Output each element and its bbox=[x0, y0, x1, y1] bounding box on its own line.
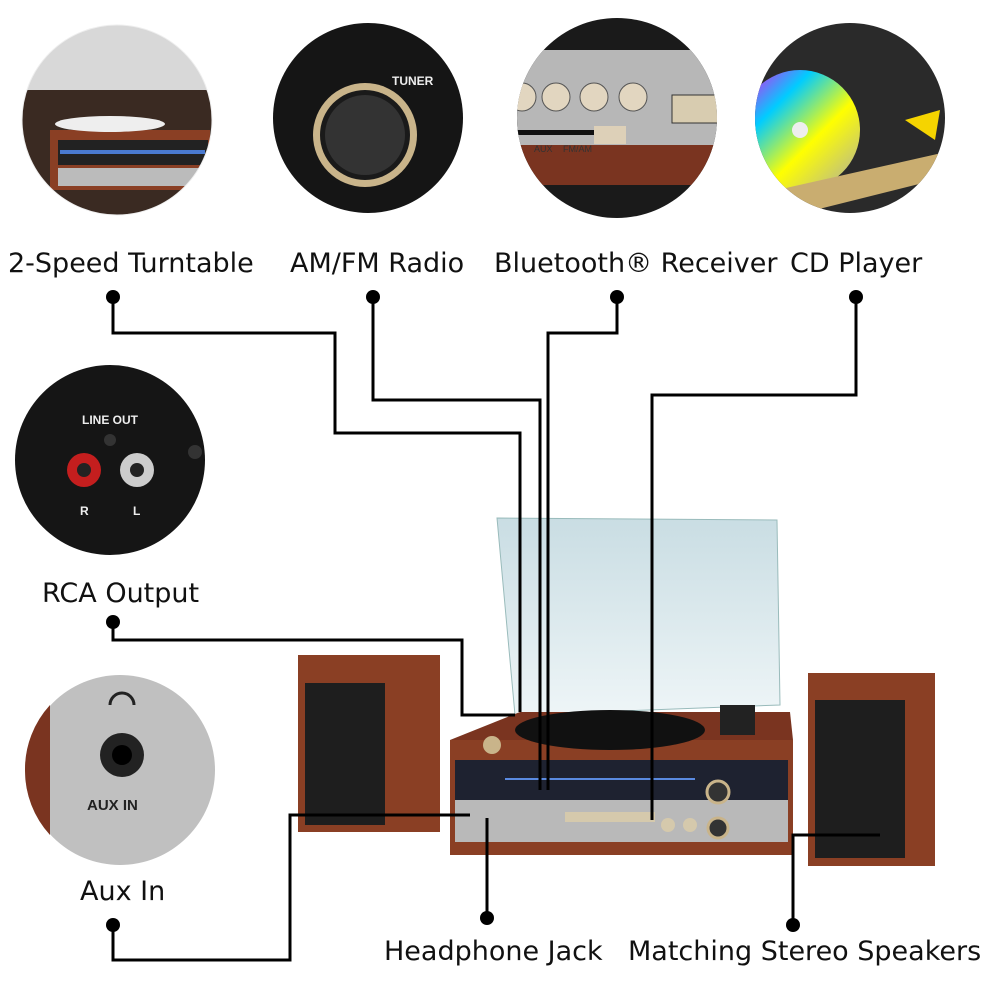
label-radio: AM/FM Radio bbox=[290, 248, 464, 279]
aux-in-printed-label: AUX IN bbox=[87, 797, 138, 814]
record-player-system bbox=[298, 517, 935, 866]
left-channel-label: L bbox=[133, 504, 140, 518]
label-cd-player: CD Player bbox=[790, 248, 923, 279]
tuner-label: TUNER bbox=[392, 74, 434, 88]
label-rca-output: RCA Output bbox=[42, 578, 199, 609]
tuner-knob-inset: TUNER bbox=[273, 23, 463, 213]
cd-player-inset bbox=[755, 23, 945, 213]
aux-in-inset: AUX IN bbox=[24, 675, 215, 865]
rca-output-inset: LINE OUT R L bbox=[15, 365, 205, 555]
turntable-inset bbox=[22, 25, 212, 215]
line-out-label: LINE OUT bbox=[82, 413, 139, 427]
label-speakers: Matching Stereo Speakers bbox=[628, 936, 981, 967]
label-headphone-jack: Headphone Jack bbox=[384, 936, 603, 967]
label-turntable: 2-Speed Turntable bbox=[8, 248, 254, 279]
right-channel-label: R bbox=[80, 504, 89, 518]
fm-am-switch-label: FM/AM bbox=[563, 144, 592, 154]
aux-switch-label: AUX bbox=[534, 144, 553, 154]
label-bluetooth: Bluetooth® Receiver bbox=[494, 248, 778, 279]
label-aux-in: Aux In bbox=[80, 876, 165, 907]
bluetooth-controls-inset: AUX FM/AM bbox=[517, 18, 717, 218]
headphone-icon bbox=[108, 691, 136, 706]
connector-lines bbox=[106, 290, 880, 962]
